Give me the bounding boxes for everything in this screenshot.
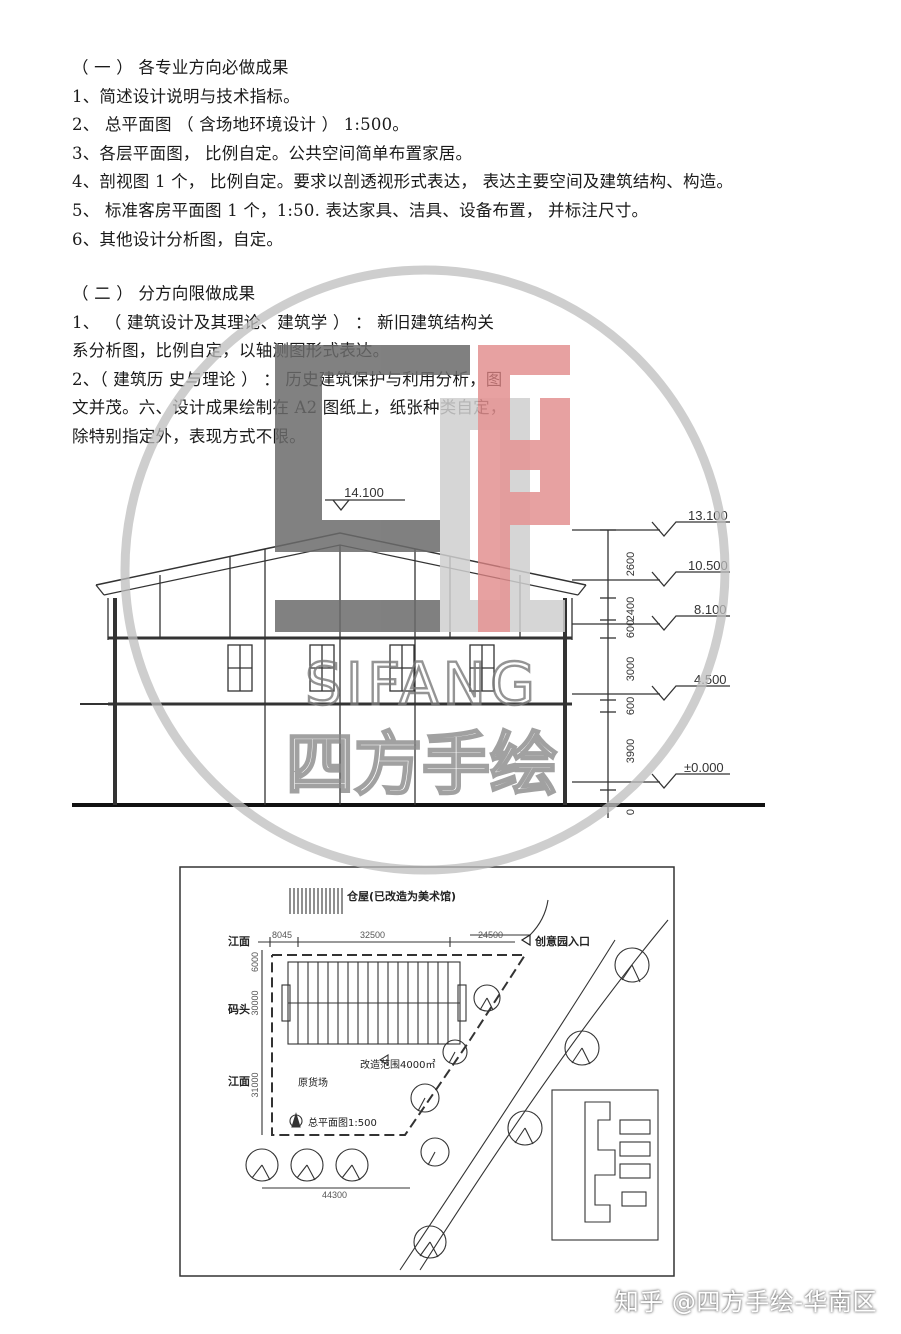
section1-item: 3、各层平面图， 比例自定。公共空间简单布置家居。 xyxy=(72,143,473,163)
left-dim: 6000 xyxy=(250,952,260,972)
left-dim: 30000 xyxy=(250,990,260,1015)
section1-item: 5、 标准客房平面图 1 个，1:50. 表达家具、洁具、设备布置， 并标注尺寸… xyxy=(72,200,649,220)
warehouse-label: 仓屋(已改造为美术馆) xyxy=(346,889,456,903)
section1-item: 1、简述设计说明与技术指标。 xyxy=(72,86,300,106)
section1-heading: （ 一 ） 各专业方向必做成果 xyxy=(72,58,289,77)
section1-item: 2、 总平面图 （ 含场地环境设计 ） 1:500。 xyxy=(72,115,409,135)
yard-label: 原货场 xyxy=(298,1076,328,1089)
left-label: 江面 xyxy=(228,934,250,948)
top-dim: 8045 xyxy=(272,930,292,940)
plan-title: 总平面图1:500 xyxy=(308,1116,377,1129)
left-label: 码头 xyxy=(228,1002,250,1016)
left-dim: 31000 xyxy=(250,1072,260,1097)
section1-item: 4、剖视图 1 个， 比例自定。要求以剖透视形式表达， 表达主要空间及建筑结构、… xyxy=(72,172,734,192)
area-label: 改造范围4000㎡ xyxy=(360,1058,435,1071)
top-dim: 32500 xyxy=(360,930,385,940)
bottom-dim: 44300 xyxy=(322,1190,347,1200)
entrance-label: 创意园入口 xyxy=(534,934,590,948)
section1-item: 6、其他设计分析图，自定。 xyxy=(72,229,284,249)
top-dim: 24500 xyxy=(478,930,503,940)
credit-watermark: 知乎 @四方手绘-华南区 xyxy=(614,1288,877,1316)
section1: （ 一 ） 各专业方向必做成果 1、简述设计说明与技术指标。 2、 总平面图 （… xyxy=(72,54,733,254)
left-label: 江面 xyxy=(228,1074,250,1088)
